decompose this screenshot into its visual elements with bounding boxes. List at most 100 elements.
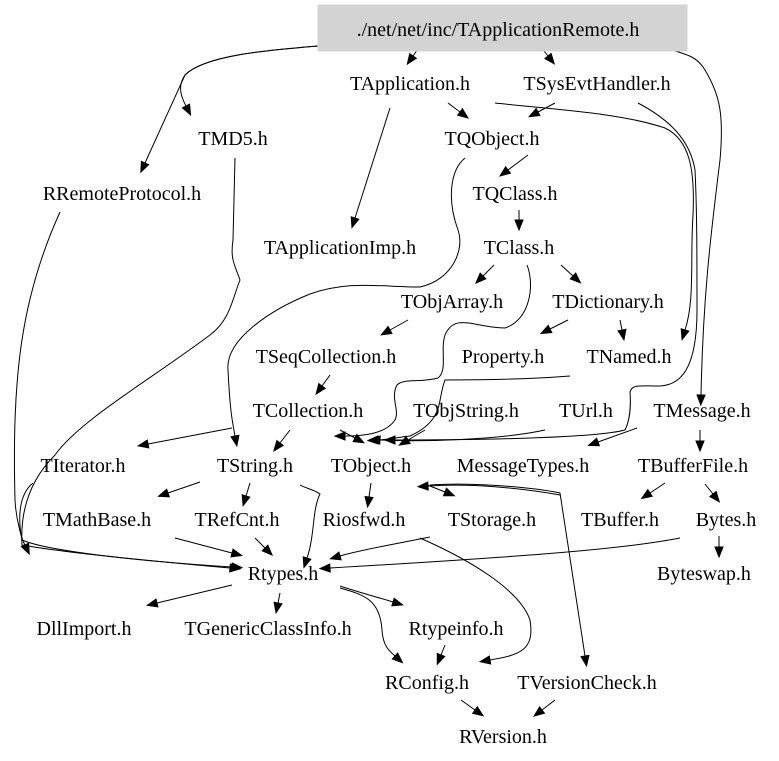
node-TClass[interactable]: TClass.h: [484, 237, 555, 259]
edge-line: [368, 482, 372, 498]
edge-line: [344, 264, 532, 437]
node-TObjString[interactable]: TObjString.h: [413, 400, 519, 422]
node-TApplicationImp[interactable]: TApplicationImp.h: [264, 237, 416, 259]
edge-line: [339, 429, 356, 439]
node-label: TString.h: [217, 455, 293, 477]
edge-line: [254, 537, 266, 549]
node-TMD5[interactable]: TMD5.h: [198, 128, 267, 150]
node-TApplication[interactable]: TApplication.h: [350, 73, 470, 95]
node-Bytes[interactable]: Bytes.h: [696, 509, 757, 531]
node-TStorage[interactable]: TStorage.h: [448, 509, 536, 531]
edge-line: [549, 319, 569, 330]
edge-TQObject-to-TString: [227, 157, 466, 448]
node-RVersion[interactable]: RVersion.h: [459, 726, 547, 748]
node-RConfig[interactable]: RConfig.h: [385, 672, 469, 694]
node-TBuffer[interactable]: TBuffer.h: [581, 509, 659, 531]
arrowhead-TObject-to-Riosfwd: [364, 495, 374, 509]
arrowhead-TObject-to-TStorage: [442, 487, 456, 497]
edge-TApplication-to-TNamed: [494, 102, 694, 341]
arrowhead-TCollection-to-TObject: [352, 433, 366, 444]
edge-line: [649, 482, 666, 494]
node-TIterator[interactable]: TIterator.h: [41, 455, 126, 477]
edge-line: [447, 102, 461, 113]
node-TUrl[interactable]: TUrl.h: [559, 400, 613, 422]
node-label: TUrl.h: [559, 400, 613, 422]
node-TBufferFile[interactable]: TBufferFile.h: [638, 455, 748, 477]
edge-line: [507, 154, 529, 171]
node-TQClass[interactable]: TQClass.h: [473, 183, 558, 205]
node-TNamed[interactable]: TNamed.h: [587, 346, 672, 368]
arrowhead-root-to-TMessage: [696, 394, 706, 407]
node-root[interactable]: ./net/net/inc/TApplicationRemote.h: [317, 4, 688, 52]
arrowhead-Rtypes-to-RConfig: [391, 652, 404, 664]
arrowhead-TString-to-TRefCnt: [241, 494, 251, 507]
edge-line: [174, 537, 233, 554]
node-TVersionCheck[interactable]: TVersionCheck.h: [517, 672, 656, 694]
edge-TVersionCheck-to-RVersion: [533, 699, 556, 717]
node-TSysEvtHandler[interactable]: TSysEvtHandler.h: [523, 73, 670, 95]
node-TObjArray[interactable]: TObjArray.h: [401, 291, 503, 313]
node-TObject[interactable]: TObject.h: [331, 455, 411, 477]
arrowhead-TQObject-to-TString: [230, 434, 240, 448]
node-label: TBufferFile.h: [638, 455, 748, 477]
arrowhead-TBufferFile-to-TBuffer: [640, 488, 654, 500]
arrowhead-Bytes-to-Rtypes: [318, 563, 331, 573]
edge-TString-to-TRefCnt: [241, 482, 251, 507]
node-TRefCnt[interactable]: TRefCnt.h: [195, 509, 280, 531]
node-label: TNamed.h: [587, 346, 672, 368]
edge-RRemoteProtocol-to-Rtypes: [13, 211, 61, 556]
edge-line: [377, 375, 571, 441]
edge-line: [13, 211, 61, 546]
node-TGenericClassInfo[interactable]: TGenericClassInfo.h: [184, 618, 351, 640]
edge-RConfig-to-RVersion: [460, 699, 485, 717]
edge-line: [339, 585, 394, 603]
edge-line: [460, 699, 476, 711]
arrowhead-Rtypes-to-DllImport: [145, 598, 159, 608]
node-Riosfwd[interactable]: Riosfwd.h: [323, 509, 406, 531]
node-Rtypeinfo[interactable]: Rtypeinfo.h: [409, 618, 504, 640]
node-Byteswap[interactable]: Byteswap.h: [657, 563, 751, 585]
node-TMathBase[interactable]: TMathBase.h: [43, 509, 151, 531]
node-label: DllImport.h: [37, 618, 132, 640]
edge-line: [21, 157, 241, 569]
edge-TRefCnt-to-Rtypes: [254, 537, 274, 557]
node-RRemoteProtocol[interactable]: RRemoteProtocol.h: [43, 183, 201, 205]
edge-line: [299, 484, 321, 559]
arrowhead-TBuffer-to-TObject: [416, 481, 429, 491]
arrowhead-TString-to-Rtypes: [302, 556, 312, 569]
edge-TApplication-to-TQObject: [447, 102, 470, 119]
edge-TObjArray-to-TSeqCollection: [380, 319, 409, 336]
node-label: TRefCnt.h: [195, 509, 280, 531]
node-label: TApplication.h: [350, 73, 470, 95]
node-TMessage[interactable]: TMessage.h: [653, 400, 750, 422]
edge-line: [279, 429, 291, 444]
arrowhead-TApplication-to-TApplicationImp: [350, 216, 360, 229]
node-Rtypes[interactable]: Rtypes.h: [248, 563, 319, 585]
node-label: TApplicationImp.h: [264, 237, 416, 259]
arrowhead-TString-to-TMathBase: [157, 488, 171, 498]
node-TCollection[interactable]: TCollection.h: [253, 400, 364, 422]
edge-Bytes-to-Byteswap: [714, 536, 724, 559]
node-TString[interactable]: TString.h: [217, 455, 293, 477]
arrowhead-root-to-RRemoteProtocol: [140, 160, 150, 174]
arrowhead-TUrl-to-TObject: [368, 435, 381, 445]
arrowhead-TMessage-to-TBufferFile: [695, 440, 705, 453]
node-label: TStorage.h: [448, 509, 536, 531]
node-TQObject[interactable]: TQObject.h: [445, 128, 540, 150]
edge-TMessage-to-MessageTypes: [587, 427, 638, 447]
node-DllImport[interactable]: DllImport.h: [37, 618, 132, 640]
node-TDictionary[interactable]: TDictionary.h: [552, 291, 663, 313]
node-MessageTypes[interactable]: MessageTypes.h: [457, 455, 589, 477]
node-label: TDictionary.h: [552, 291, 663, 313]
arrowhead-Rtypes-to-TGenericClassInfo: [273, 601, 283, 615]
node-label: TClass.h: [484, 237, 555, 259]
arrowhead-root-to-TApplication: [406, 52, 418, 66]
node-label: TObjArray.h: [401, 291, 503, 313]
edge-Rtypeinfo-to-RConfig: [436, 644, 446, 666]
edge-TQObject-to-TQClass: [498, 154, 529, 177]
node-TSeqCollection[interactable]: TSeqCollection.h: [256, 346, 397, 368]
edge-TDictionary-to-TNamed: [617, 319, 627, 342]
node-label: TMessage.h: [653, 400, 750, 422]
edge-TSeqCollection-to-TCollection: [315, 374, 331, 396]
node-Property[interactable]: Property.h: [462, 346, 545, 368]
